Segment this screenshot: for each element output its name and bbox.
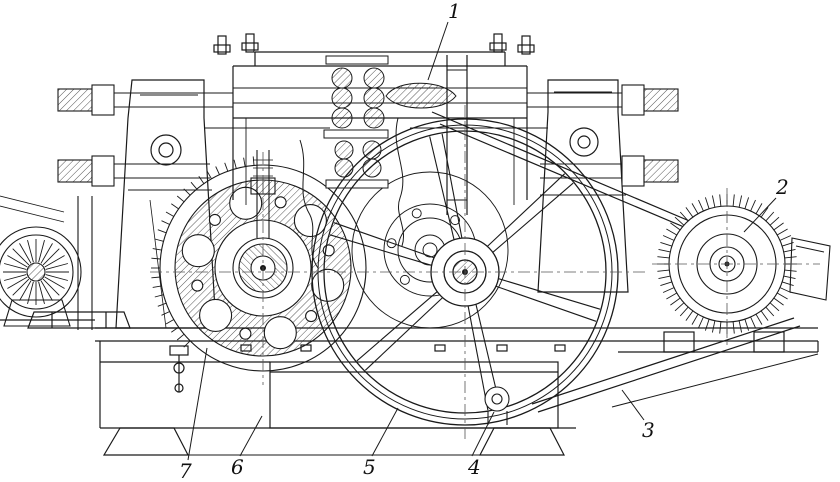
machine-base [0, 311, 819, 456]
flywheel-spokes [329, 133, 601, 411]
callout-7: 7 [179, 459, 192, 482]
gear-teeth [151, 156, 255, 348]
section-break-lines [299, 82, 457, 269]
centerlines [150, 105, 820, 440]
frame-stands [115, 79, 629, 329]
fan-coupling [0, 195, 93, 330]
belt-drive [431, 111, 801, 413]
lower-bearing [484, 386, 510, 425]
callout-1: 1 [448, 0, 461, 23]
motor-cooling-fins [657, 194, 797, 334]
callout-2: 2 [775, 175, 789, 199]
pressure-springs [323, 55, 389, 189]
tie-rods [57, 84, 679, 187]
callout-labels: 1 2 3 4 5 6 7 [179, 0, 789, 482]
callout-6: 6 [231, 455, 244, 479]
callout-4: 4 [467, 455, 481, 479]
callout-3: 3 [642, 418, 655, 442]
fan-blades [3, 239, 69, 305]
callout-leaders [187, 21, 777, 461]
callout-5: 5 [363, 455, 376, 479]
